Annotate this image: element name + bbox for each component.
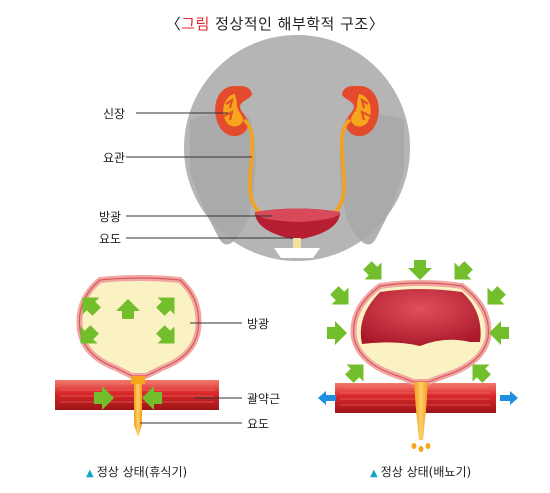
top-leader-lines <box>126 112 293 239</box>
title-bracket-close: 〉 <box>368 15 385 33</box>
figure-title: 〈그림 정상적인 해부학적 구조〉 <box>0 13 550 34</box>
left-kidney <box>215 86 252 137</box>
voiding-blue-arrows <box>318 391 518 405</box>
label-bladder-bottom: 방광 <box>247 317 270 331</box>
green-arrow-icon <box>408 260 432 280</box>
triangle-marker-icon: ▲ <box>370 468 378 479</box>
blue-arrow-icon <box>500 391 518 405</box>
label-sphincter: 괄약근 <box>247 392 281 406</box>
bottom-left-leader-lines <box>140 322 242 424</box>
caption-resting: ▲정상 상태(휴식기) <box>86 463 187 480</box>
drop-icon <box>418 446 424 452</box>
resting-bladder <box>55 275 219 437</box>
label-urethra-top: 요도 <box>99 232 122 246</box>
label-ureter: 요관 <box>103 151 126 165</box>
green-arrow-icon <box>325 281 357 313</box>
label-bladder-top: 방광 <box>99 210 122 224</box>
green-arrow-icon <box>489 321 509 345</box>
drop-icon <box>425 443 431 449</box>
caption-resting-text: 정상 상태(휴식기) <box>96 465 188 479</box>
label-urethra-bottom: 요도 <box>247 417 270 431</box>
title-text: 정상적인 해부학적 구조 <box>215 15 369 33</box>
triangle-marker-icon: ▲ <box>86 468 94 479</box>
small-bladder <box>255 208 340 248</box>
voiding-bladder <box>335 280 496 452</box>
title-bracket-open: 〈 <box>165 15 182 33</box>
label-kidney: 신장 <box>103 107 126 121</box>
caption-voiding-text: 정상 상태(배뇨기) <box>380 465 472 479</box>
drop-icon <box>411 443 417 449</box>
green-arrow-icon <box>327 321 347 345</box>
title-highlight: 그림 <box>181 15 210 33</box>
right-kidney <box>342 86 379 137</box>
caption-voiding: ▲정상 상태(배뇨기) <box>370 463 471 480</box>
blue-arrow-icon <box>318 391 336 405</box>
